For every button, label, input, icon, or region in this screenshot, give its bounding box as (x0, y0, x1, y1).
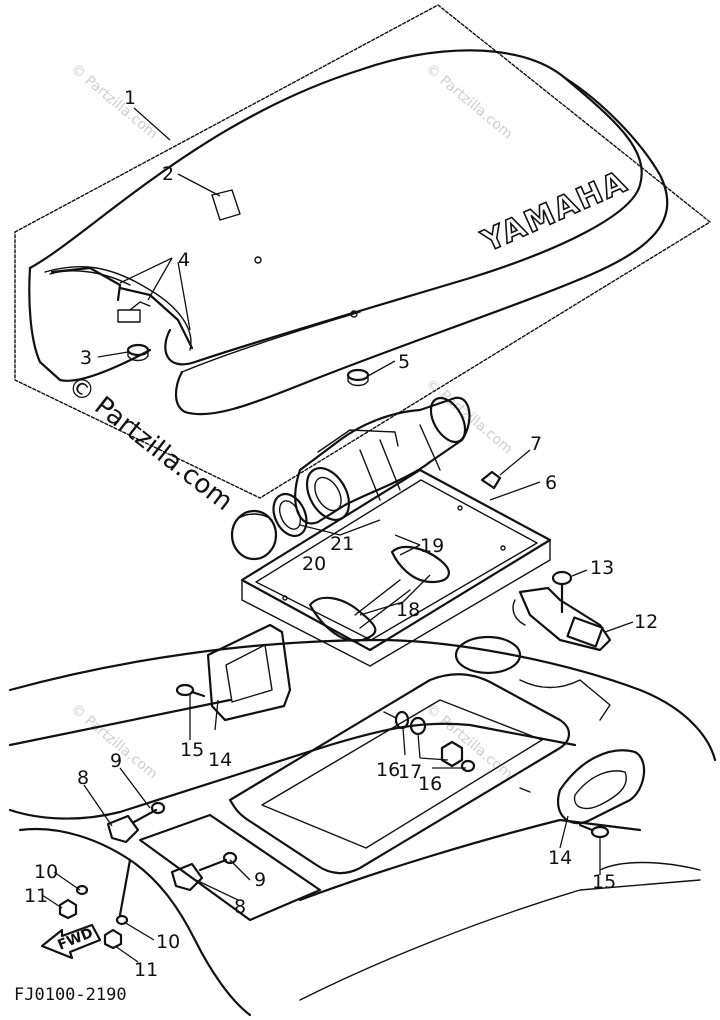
callout-20: 20 (302, 553, 326, 575)
leader-lines (41, 107, 634, 963)
washer (115, 914, 129, 926)
callout-9: 9 (110, 750, 122, 772)
callout-7: 7 (530, 433, 542, 455)
hatch-gasket-plate (240, 468, 552, 667)
nut (58, 898, 78, 920)
hull-deck (8, 635, 717, 1017)
watermark-text: © Partzilla.com (62, 370, 239, 517)
bolt (551, 570, 573, 614)
callout-10: 10 (34, 861, 58, 883)
callout-labels: 1 2 3 4 5 6 7 8 8 9 9 10 10 11 11 12 13 … (24, 87, 658, 981)
figure-code: FJ0100-2190 (14, 985, 127, 1005)
latch-assembly (512, 586, 612, 652)
callout-1: 1 (124, 87, 136, 109)
callout-4: 4 (178, 249, 190, 271)
screw (578, 823, 610, 839)
clip (480, 470, 502, 490)
seat-hook-parts (50, 266, 194, 350)
grab-handle-right (557, 749, 646, 825)
group-frame (14, 4, 711, 499)
callout-14: 14 (208, 749, 232, 771)
washer (460, 759, 476, 773)
callout-11: 11 (24, 885, 48, 907)
washer (75, 884, 89, 896)
watermark-text: © Partzilla.com (422, 61, 515, 143)
cap (230, 509, 278, 561)
screw (175, 683, 206, 698)
seal-ring (272, 492, 308, 538)
forward-arrow-icon: FWD (40, 923, 102, 960)
callout-12: 12 (634, 611, 658, 633)
grommet (346, 368, 370, 387)
callout-17: 17 (398, 761, 422, 783)
callout-19: 19 (420, 535, 444, 557)
callout-10: 10 (156, 931, 180, 953)
nut (440, 740, 464, 768)
callout-15: 15 (180, 739, 204, 761)
callout-3: 3 (80, 347, 92, 369)
callout-15: 15 (592, 871, 616, 893)
callout-11: 11 (134, 959, 158, 981)
callout-13: 13 (590, 557, 614, 579)
callout-5: 5 (398, 351, 410, 373)
nut (103, 928, 123, 950)
callout-6: 6 (545, 472, 557, 494)
callout-16: 16 (376, 759, 400, 781)
callout-21: 21 (330, 533, 354, 555)
callout-16: 16 (418, 773, 442, 795)
seat-brand-label: YAMAHA (476, 164, 633, 260)
washer (383, 710, 410, 730)
watermark-text: © Partzilla.com (67, 61, 160, 143)
grab-handle-left (206, 623, 292, 722)
bracket (106, 801, 166, 844)
callout-14: 14 (548, 847, 572, 869)
callout-8: 8 (77, 767, 89, 789)
bracket (170, 851, 238, 892)
callout-2: 2 (162, 163, 174, 185)
callout-9: 9 (254, 869, 266, 891)
callout-8: 8 (234, 896, 246, 918)
callout-18: 18 (396, 599, 420, 621)
grommet (126, 343, 150, 362)
label-tag (211, 189, 241, 221)
